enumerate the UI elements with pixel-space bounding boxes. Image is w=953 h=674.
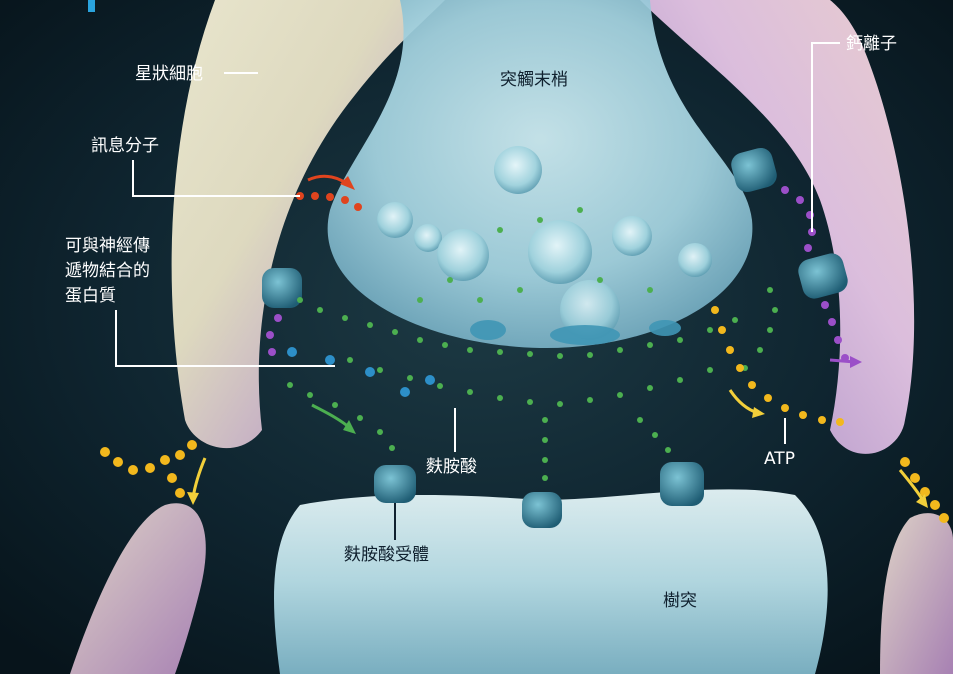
label-astrocyte: 星狀細胞 (135, 64, 203, 84)
label-signal-molecule: 訊息分子 (91, 136, 159, 156)
label-receptor-protein-line3: 蛋白質 (65, 286, 116, 306)
accent-bar (88, 0, 95, 12)
label-dendrite: 樹突 (663, 591, 697, 611)
label-glutamate-receptor: 麩胺酸受體 (344, 545, 429, 565)
label-axon-terminal: 突觸末梢 (500, 70, 568, 90)
label-atp: ATP (764, 449, 795, 469)
label-receptor-protein-line1: 可與神經傳 (65, 236, 150, 256)
label-calcium-ion: 鈣離子 (846, 34, 897, 54)
label-receptor-protein-line2: 遞物結合的 (65, 261, 150, 281)
label-glutamate: 麩胺酸 (426, 457, 477, 477)
